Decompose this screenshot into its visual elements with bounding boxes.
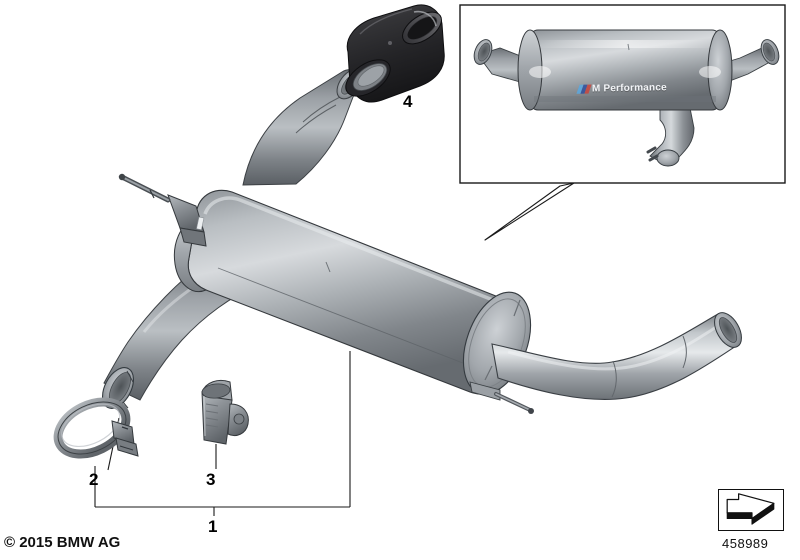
inset-pointer (484, 182, 575, 241)
exhaust-mounting-bracket (201, 379, 249, 445)
callout-2: 2 (89, 470, 99, 489)
m-stripes-icon (576, 84, 592, 94)
black-tailpipe-trim (345, 4, 445, 103)
copyright-notice: © 2015 BMW AG (4, 534, 121, 551)
callout-4: 4 (403, 92, 413, 111)
inset-detail-box (459, 4, 786, 184)
callout-3: 3 (206, 470, 216, 489)
end-cap-stud (469, 381, 534, 414)
orientation-arrow-icon (726, 493, 775, 525)
part-number-label: 458989 (722, 536, 769, 551)
callout-1: 1 (208, 517, 218, 536)
flap-actuator (118, 173, 207, 247)
m-performance-label: M Performance (591, 82, 667, 95)
orientation-arrow-badge (718, 489, 784, 531)
exhaust-band-clamp (53, 397, 139, 459)
m-performance-logo: M Performance (576, 82, 667, 95)
rear-outlet-pipe (491, 312, 742, 400)
